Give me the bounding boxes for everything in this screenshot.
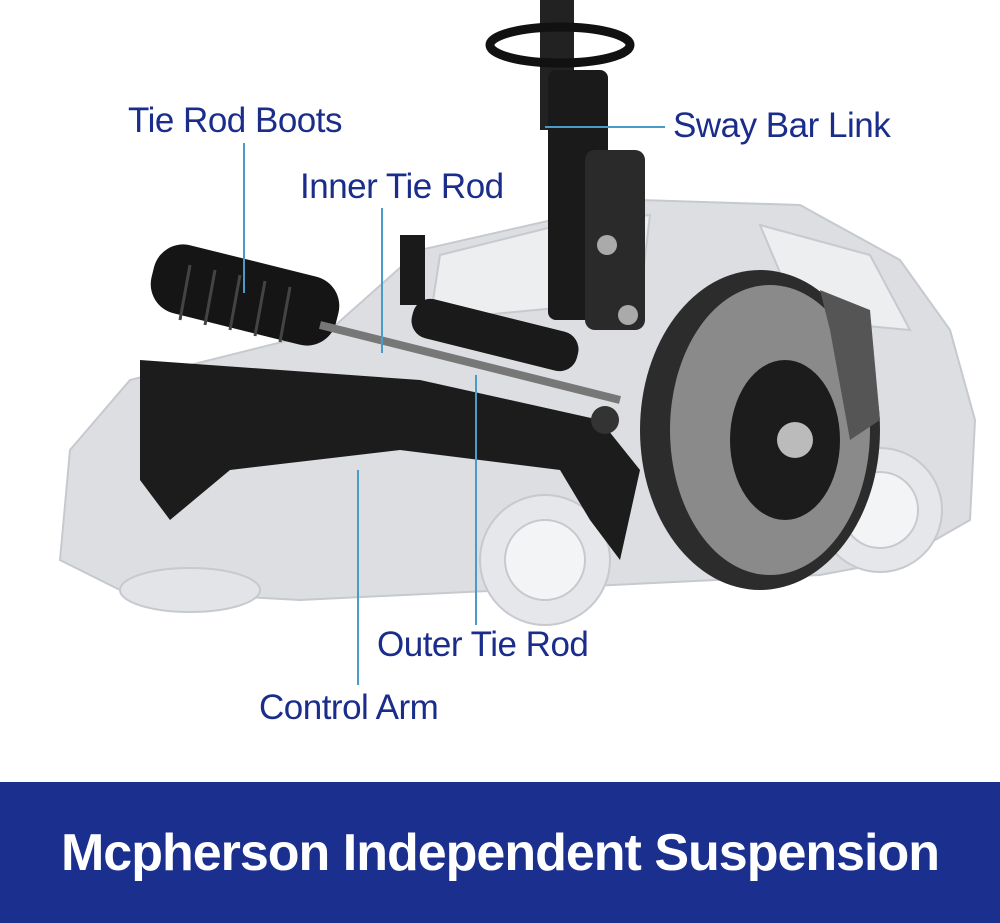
control-arm (140, 360, 640, 560)
banner-title: Mcpherson Independent Suspension (60, 823, 940, 882)
leader-line-outer-tie-rod (475, 375, 477, 625)
steering-rack (150, 235, 621, 434)
brake-disc (640, 270, 880, 590)
leader-line-inner-tie-rod (381, 208, 383, 353)
label-control-arm: Control Arm (259, 688, 439, 727)
leader-line-control-arm (357, 470, 359, 685)
label-outer-tie-rod: Outer Tie Rod (377, 625, 589, 664)
leader-line-sway-bar-link (545, 126, 665, 128)
suspension-illustration (58, 0, 977, 626)
strut-assembly (485, 0, 645, 330)
label-tie-rod-boots: Tie Rod Boots (128, 101, 342, 140)
label-inner-tie-rod: Inner Tie Rod (300, 167, 504, 206)
label-sway-bar-link: Sway Bar Link (673, 106, 891, 145)
leader-line-tie-rod-boots (243, 143, 245, 293)
title-banner: Mcpherson Independent Suspension (0, 782, 1000, 923)
